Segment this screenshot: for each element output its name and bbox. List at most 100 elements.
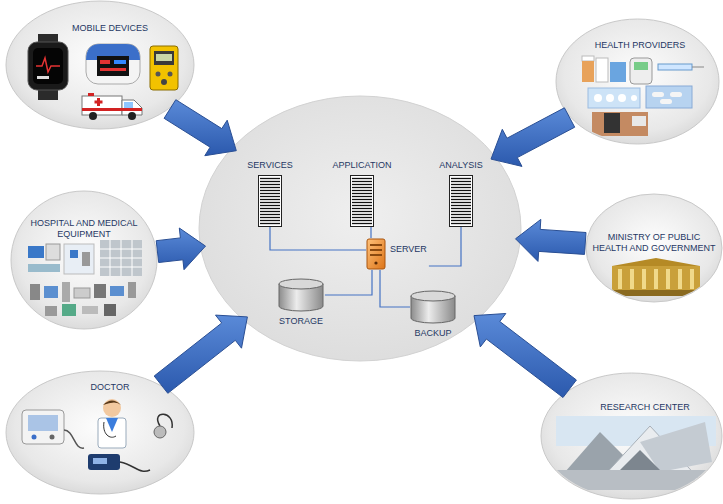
mobile-devices-picture-part bbox=[156, 72, 161, 77]
hospital-equipment-picture-part bbox=[46, 244, 60, 260]
component-label: SERVICES bbox=[247, 160, 292, 171]
rack-slot bbox=[451, 190, 471, 191]
mobile-devices-picture-part bbox=[95, 101, 103, 104]
rack-slot bbox=[352, 193, 372, 194]
mobile-devices-picture-part bbox=[128, 112, 136, 120]
rack-slot bbox=[451, 217, 471, 218]
rack-slot bbox=[260, 202, 280, 203]
mobile-devices-picture-part bbox=[88, 93, 94, 96]
ministry-building-picture-part bbox=[666, 269, 670, 289]
ministry-building-picture-part bbox=[642, 269, 646, 289]
mobile-devices-picture-part bbox=[100, 68, 126, 71]
rack-slot bbox=[352, 220, 372, 221]
rack-slot bbox=[260, 217, 280, 218]
mobile-devices-picture-part bbox=[100, 60, 110, 64]
mobile-devices-picture-part bbox=[154, 51, 174, 65]
server-slot bbox=[370, 254, 382, 256]
rack-slot bbox=[451, 211, 471, 212]
health-providers-picture-part bbox=[582, 56, 594, 61]
rack-slot bbox=[352, 199, 372, 200]
mobile-devices-picture-part bbox=[168, 72, 173, 77]
doctor-devices-picture-part bbox=[28, 415, 58, 431]
doctor-devices-picture-part bbox=[22, 410, 64, 444]
mobile-devices-picture-part bbox=[37, 76, 49, 79]
rack-slot bbox=[260, 193, 280, 194]
block-arrow bbox=[156, 228, 205, 270]
ministry-building-picture-part bbox=[618, 269, 622, 289]
rack-slot bbox=[451, 205, 471, 206]
health-providers-picture-part bbox=[630, 58, 652, 84]
rack-slot bbox=[260, 184, 280, 185]
mobile-devices-picture-part bbox=[124, 102, 133, 108]
mobile-devices-picture-part bbox=[36, 58, 60, 72]
hospital-equipment-picture-part bbox=[44, 286, 58, 298]
rack-slot bbox=[451, 193, 471, 194]
component-label: APPLICATION bbox=[333, 160, 392, 171]
rack-slot bbox=[352, 184, 372, 185]
rack-slot bbox=[451, 202, 471, 203]
health-providers-picture-part bbox=[618, 94, 626, 102]
ellipse-outline bbox=[541, 373, 722, 499]
hospital-equipment-picture-part bbox=[30, 284, 40, 300]
rack-slot bbox=[260, 181, 280, 182]
mobile-devices-picture-part bbox=[114, 60, 126, 64]
doctor-devices-picture-part bbox=[32, 435, 37, 440]
hospital-equipment-picture-part bbox=[64, 244, 94, 274]
cylinder-icon bbox=[410, 290, 456, 324]
health-providers-picture-part bbox=[632, 116, 646, 126]
component-label: ANALYSIS bbox=[439, 160, 482, 171]
mobile-devices-picture-part bbox=[89, 112, 97, 120]
hospital-equipment-picture-part bbox=[110, 286, 124, 296]
rack-slot bbox=[451, 199, 471, 200]
rack-slot bbox=[352, 190, 372, 191]
group-title: RESEARCH CENTER bbox=[600, 402, 690, 413]
hospital-equipment-picture-part bbox=[70, 250, 78, 258]
rack-slot bbox=[260, 190, 280, 191]
rack-slot bbox=[352, 208, 372, 209]
doctor-devices-picture-part bbox=[88, 454, 120, 470]
server-rack: APPLICATION bbox=[328, 160, 396, 227]
rack-slot bbox=[451, 223, 471, 224]
rack-body bbox=[450, 176, 473, 227]
doctor-devices-picture-part bbox=[106, 418, 118, 432]
cylinder-icon bbox=[278, 278, 324, 312]
block-arrow bbox=[154, 315, 247, 393]
hospital-equipment-picture-part bbox=[74, 288, 90, 298]
rack-slot bbox=[260, 214, 280, 215]
rack-slot bbox=[260, 220, 280, 221]
hospital-equipment-picture-part bbox=[128, 282, 136, 298]
rack-slot bbox=[451, 220, 471, 221]
health-providers-picture-part bbox=[592, 112, 648, 136]
rack-slot bbox=[352, 223, 372, 224]
ellipse-outline bbox=[11, 191, 157, 329]
server-rack: ANALYSIS bbox=[433, 160, 489, 227]
server-body bbox=[367, 239, 385, 269]
rack-slot bbox=[352, 211, 372, 212]
rack-body bbox=[351, 176, 374, 227]
rack-slot bbox=[451, 196, 471, 197]
group-title: MINISTRY OF PUBLIC HEALTH AND GOVERNMENT bbox=[590, 232, 718, 254]
ellipse-outline bbox=[586, 194, 722, 302]
health-providers-picture-part bbox=[604, 113, 620, 133]
mobile-devices-picture-part bbox=[97, 56, 129, 76]
rack-slot bbox=[451, 181, 471, 182]
ministry-building-picture-part bbox=[690, 269, 694, 289]
rack-slot bbox=[260, 178, 280, 179]
rack-slot bbox=[352, 214, 372, 215]
health-providers-picture-part bbox=[582, 61, 594, 82]
mobile-devices-picture-part bbox=[161, 79, 167, 85]
hospital-equipment-picture-part bbox=[94, 284, 106, 298]
block-arrow bbox=[474, 314, 576, 398]
component-label: SERVER bbox=[390, 244, 427, 255]
hospital-equipment-picture-part bbox=[100, 240, 142, 276]
database-cylinder: STORAGE bbox=[277, 278, 325, 327]
server-led bbox=[374, 261, 377, 264]
doctor-devices-picture-part bbox=[154, 426, 166, 438]
rack-slot bbox=[451, 214, 471, 215]
rack-slot bbox=[260, 223, 280, 224]
mobile-devices-picture-part bbox=[28, 42, 68, 90]
rack-slot bbox=[352, 196, 372, 197]
health-providers-picture-part bbox=[588, 88, 640, 108]
group-title: HEALTH PROVIDERS bbox=[595, 40, 685, 51]
group-title: DOCTOR bbox=[91, 382, 130, 393]
